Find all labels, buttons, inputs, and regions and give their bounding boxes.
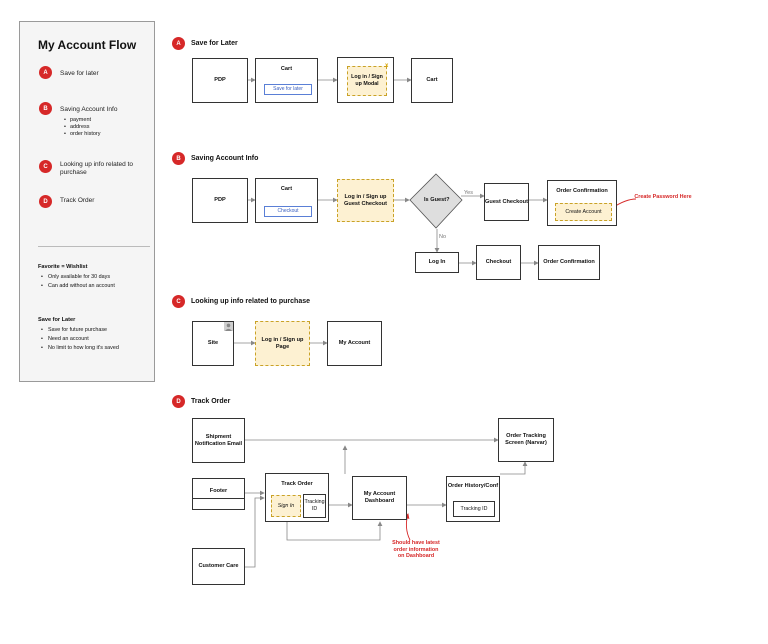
node-c-login-page[interactable]: Log in / Sign up Page <box>255 321 310 366</box>
favorite-notes: Only available for 30 days Can add witho… <box>41 274 137 292</box>
annotation-create-password: Create Password Here <box>634 194 692 200</box>
section-c-title: Looking up info related to purchase <box>191 298 311 305</box>
legend-item-b-label: Saving Account Info <box>60 106 118 113</box>
decision-diamond <box>409 173 463 229</box>
sub-item-payment: payment <box>64 117 101 124</box>
node-d-order-history[interactable]: Order History/Conf Tracking ID <box>446 476 500 522</box>
node-d-order-history-label: Order History/Conf <box>447 483 499 489</box>
node-d-dashboard[interactable]: My Account Dashboard <box>352 476 407 520</box>
node-b-pdp[interactable]: PDP <box>192 178 248 223</box>
badge-b: B <box>39 102 52 115</box>
legend-item-a-label: Save for later <box>60 70 99 77</box>
badge-c: C <box>39 160 52 173</box>
section-c-badge: C <box>172 295 185 308</box>
node-d-track-order-label: Track Order <box>281 481 313 487</box>
section-b-title: Saving Account Info <box>191 155 259 162</box>
node-d-track-order[interactable]: Track Order Sign In Tracking ID <box>265 473 329 522</box>
annotation-dashboard: Should have latest order information on … <box>392 540 440 559</box>
user-icon <box>224 322 233 331</box>
section-a-badge: A <box>172 37 185 50</box>
node-d-footer[interactable]: Footer <box>192 478 245 510</box>
node-d-customer-care[interactable]: Customer Care <box>192 548 245 585</box>
panel-divider <box>38 246 150 247</box>
favorite-heading: Favorite = Wishlist <box>38 264 88 270</box>
node-b-checkout[interactable]: Checkout <box>476 245 521 280</box>
create-account-button[interactable]: Create Account <box>555 203 612 221</box>
node-a-cart2[interactable]: Cart <box>411 58 453 103</box>
sub-item-order-history: order history <box>64 131 101 138</box>
checkout-button[interactable]: Checkout <box>264 206 312 217</box>
legend-item-d-label: Track Order <box>60 197 95 204</box>
node-b-login[interactable]: Log In <box>415 252 459 273</box>
node-a-modal[interactable]: Log in / Sign up Modal <box>347 66 387 96</box>
node-a-cart[interactable]: Cart Save for later <box>255 58 318 103</box>
tracking-id-field[interactable]: Tracking ID <box>303 494 326 518</box>
edge-d-signin-dashboard <box>286 521 383 541</box>
footer-divider <box>193 498 244 499</box>
node-c-my-account[interactable]: My Account <box>327 321 382 366</box>
legend-panel: My Account Flow A Save for later B Savin… <box>19 21 155 382</box>
close-icon[interactable]: x <box>385 63 389 69</box>
node-a-modal-frame: Log in / Sign up Modal x <box>337 57 394 103</box>
section-d-title: Track Order <box>191 398 231 405</box>
section-d-badge: D <box>172 395 185 408</box>
node-b-cart[interactable]: Cart Checkout <box>255 178 318 223</box>
node-b-guest-checkout[interactable]: Log in / Sign up Guest Checkout <box>337 179 394 222</box>
node-b-order-confirmation[interactable]: Order Confirmation Create Account <box>547 180 617 226</box>
save-note: Save for future purchase <box>41 327 137 334</box>
save-notes: Save for future purchase Need an account… <box>41 327 137 353</box>
node-d-footer-label: Footer <box>209 488 228 494</box>
section-a-title: Save for Later <box>191 40 238 47</box>
badge-d: D <box>39 195 52 208</box>
badge-a: A <box>39 66 52 79</box>
node-b-cart-label: Cart <box>280 186 293 192</box>
legend-item-b-sublist: payment address order history <box>64 117 101 138</box>
sub-item-address: address <box>64 124 101 131</box>
node-d-shipment[interactable]: Shipment Notification Email <box>192 418 245 463</box>
save-note: Need an account <box>41 336 137 343</box>
node-b-order-confirmation2[interactable]: Order Confirmation <box>538 245 600 280</box>
favorite-note: Only available for 30 days <box>41 274 137 281</box>
save-heading: Save for Later <box>38 317 76 323</box>
node-b-order-confirmation-label: Order Confirmation <box>556 188 608 194</box>
node-a-cart-label: Cart <box>280 66 293 72</box>
edge-d-care-track <box>245 495 265 568</box>
node-d-tracking-screen[interactable]: Order Tracking Screen (Narvar) <box>498 418 554 462</box>
node-b-guest-checkout-box[interactable]: Guest Checkout <box>484 183 529 221</box>
legend-item-c-label: Looking up info related to purchase <box>60 161 133 176</box>
panel-title: My Account Flow <box>38 38 137 52</box>
favorite-note: Can add without an account <box>41 283 137 290</box>
tracking-id-field-2[interactable]: Tracking ID <box>453 501 495 517</box>
decision-label: Is Guest? <box>424 197 450 203</box>
save-for-later-button[interactable]: Save for later <box>264 84 312 95</box>
annotation-arrow-d <box>404 513 411 541</box>
node-a-pdp[interactable]: PDP <box>192 58 248 103</box>
edge-d-history-tracking <box>500 461 528 475</box>
save-note: No limit to how long it's saved <box>41 345 137 352</box>
section-b-badge: B <box>172 152 185 165</box>
edge-label-yes: Yes <box>464 190 473 196</box>
sign-in-link[interactable]: Sign In <box>271 495 301 517</box>
edge-label-no: No <box>439 234 447 240</box>
